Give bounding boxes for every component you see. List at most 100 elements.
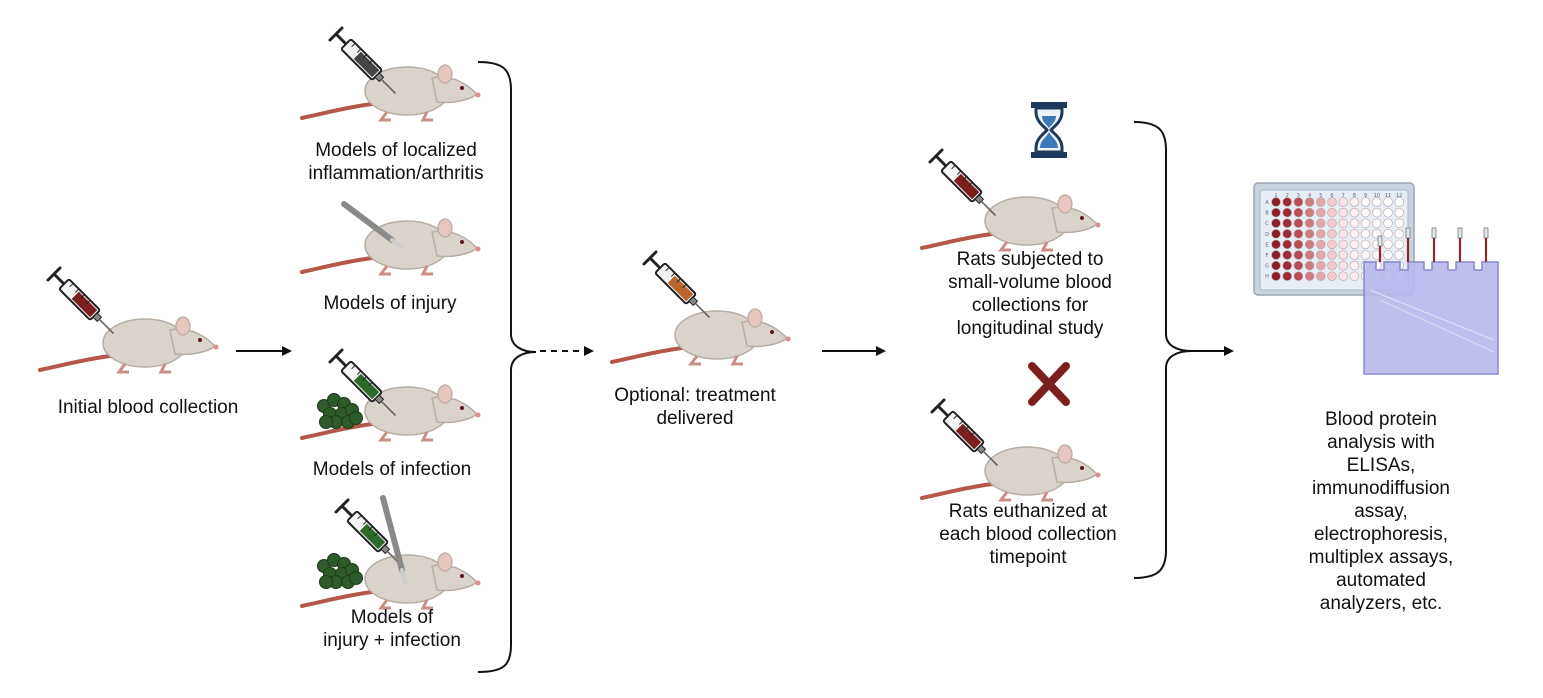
plate-well — [1271, 229, 1281, 239]
plate-well — [1304, 229, 1315, 239]
plate-well — [1372, 197, 1382, 207]
plate-well — [1383, 197, 1393, 207]
plate-well — [1383, 239, 1393, 250]
plate-well — [1271, 207, 1281, 218]
plate-well — [1327, 207, 1337, 218]
plate-well — [1372, 218, 1382, 228]
initial-rat-icon — [38, 315, 221, 374]
plate-column-number: 4 — [1308, 193, 1311, 199]
plate-well — [1304, 207, 1315, 218]
plate-well — [1271, 260, 1281, 271]
plate-well — [1282, 229, 1292, 239]
plate-well — [1338, 271, 1348, 281]
plate-row-letter: F — [1266, 253, 1269, 259]
plate-well — [1304, 271, 1315, 281]
plate-well — [1360, 250, 1371, 260]
scalpel-icon — [341, 201, 404, 249]
plate-column-number: 6 — [1330, 193, 1333, 199]
electrophoresis-gel-icon — [1363, 261, 1499, 375]
pipette-tips-icon — [1377, 227, 1489, 262]
red-syringe-icon-2 — [928, 148, 997, 217]
plate-row-letter: B — [1265, 211, 1269, 217]
plate-well — [1304, 260, 1315, 271]
longitudinal-rat-icon — [920, 193, 1103, 252]
plate-well — [1394, 197, 1404, 207]
injury-model-rat-icon — [300, 217, 483, 276]
plate-row-letter: H — [1265, 274, 1269, 280]
plate-well — [1282, 250, 1292, 260]
plate-row-letter: G — [1265, 264, 1269, 270]
plate-well — [1316, 207, 1326, 218]
plate-well — [1293, 197, 1304, 207]
plate-well — [1316, 218, 1326, 228]
red-syringe-icon — [46, 266, 115, 335]
plate-column-number: 1 — [1274, 193, 1277, 199]
plate-well — [1282, 197, 1292, 207]
plate-column-number: 9 — [1364, 193, 1367, 199]
plate-well — [1383, 250, 1393, 260]
plate-well — [1327, 250, 1337, 260]
plate-well — [1394, 229, 1404, 239]
plate-well — [1360, 218, 1371, 228]
bacteria-icon — [317, 393, 363, 429]
plate-well — [1316, 229, 1326, 239]
plate-well — [1338, 239, 1348, 250]
plate-well — [1349, 239, 1360, 250]
scalpel-icon-2 — [380, 495, 407, 584]
plate-well — [1293, 229, 1304, 239]
plate-well — [1349, 207, 1360, 218]
plate-well — [1349, 218, 1360, 228]
plate-well — [1316, 271, 1326, 281]
plate-well — [1372, 207, 1382, 218]
plate-well — [1293, 250, 1304, 260]
bacteria-icon-2 — [317, 553, 363, 589]
treatment-rat-icon — [610, 307, 793, 366]
bracket-collections — [1133, 121, 1193, 579]
gray-syringe-icon — [328, 26, 397, 95]
plate-well — [1394, 239, 1404, 250]
plate-well — [1349, 271, 1360, 281]
plate-well — [1282, 271, 1292, 281]
label-injury-infection: Models of injury + infection — [323, 607, 461, 651]
plate-well — [1349, 197, 1360, 207]
plate-well — [1360, 197, 1371, 207]
plate-well — [1316, 239, 1326, 250]
plate-well — [1383, 207, 1393, 218]
plate-well — [1282, 239, 1292, 250]
label-analysis: Blood protein analysis with ELISAs, immu… — [1308, 409, 1454, 614]
plate-well — [1383, 229, 1393, 239]
plate-well — [1293, 239, 1304, 250]
label-treatment: Optional: treatment delivered — [614, 385, 776, 429]
localized-model-rat-icon — [300, 63, 483, 122]
plate-well — [1271, 250, 1281, 260]
plate-well — [1327, 197, 1337, 207]
plate-well — [1338, 229, 1348, 239]
plate-well — [1394, 250, 1404, 260]
plate-well — [1304, 239, 1315, 250]
cross-icon — [1028, 362, 1070, 406]
plate-well — [1394, 207, 1404, 218]
label-infection: Models of infection — [312, 459, 472, 480]
plate-well — [1383, 218, 1393, 228]
plate-well — [1293, 271, 1304, 281]
label-longitudinal: Rats subjected to small-volume blood col… — [948, 249, 1112, 339]
orange-syringe-icon — [642, 250, 711, 319]
plate-well — [1282, 218, 1292, 228]
plate-column-number: 12 — [1396, 193, 1402, 199]
plate-row-letter: A — [1265, 200, 1269, 206]
plate-well — [1338, 197, 1348, 207]
plate-column-number: 8 — [1353, 193, 1356, 199]
plate-column-number: 10 — [1374, 193, 1380, 199]
plate-well — [1338, 218, 1348, 228]
plate-well — [1327, 260, 1337, 271]
green-syringe-icon-2 — [334, 498, 403, 567]
plate-well — [1316, 260, 1326, 271]
bracket-models — [477, 61, 537, 673]
plate-column-number: 7 — [1342, 193, 1345, 199]
euthanized-rat-icon — [920, 443, 1103, 502]
plate-row-letter: E — [1265, 242, 1268, 248]
plate-well — [1271, 271, 1281, 281]
plate-well — [1271, 218, 1281, 228]
label-localized-inflammation: Models of localized inflammation/arthrit… — [308, 140, 484, 184]
plate-column-number: 5 — [1319, 193, 1322, 199]
